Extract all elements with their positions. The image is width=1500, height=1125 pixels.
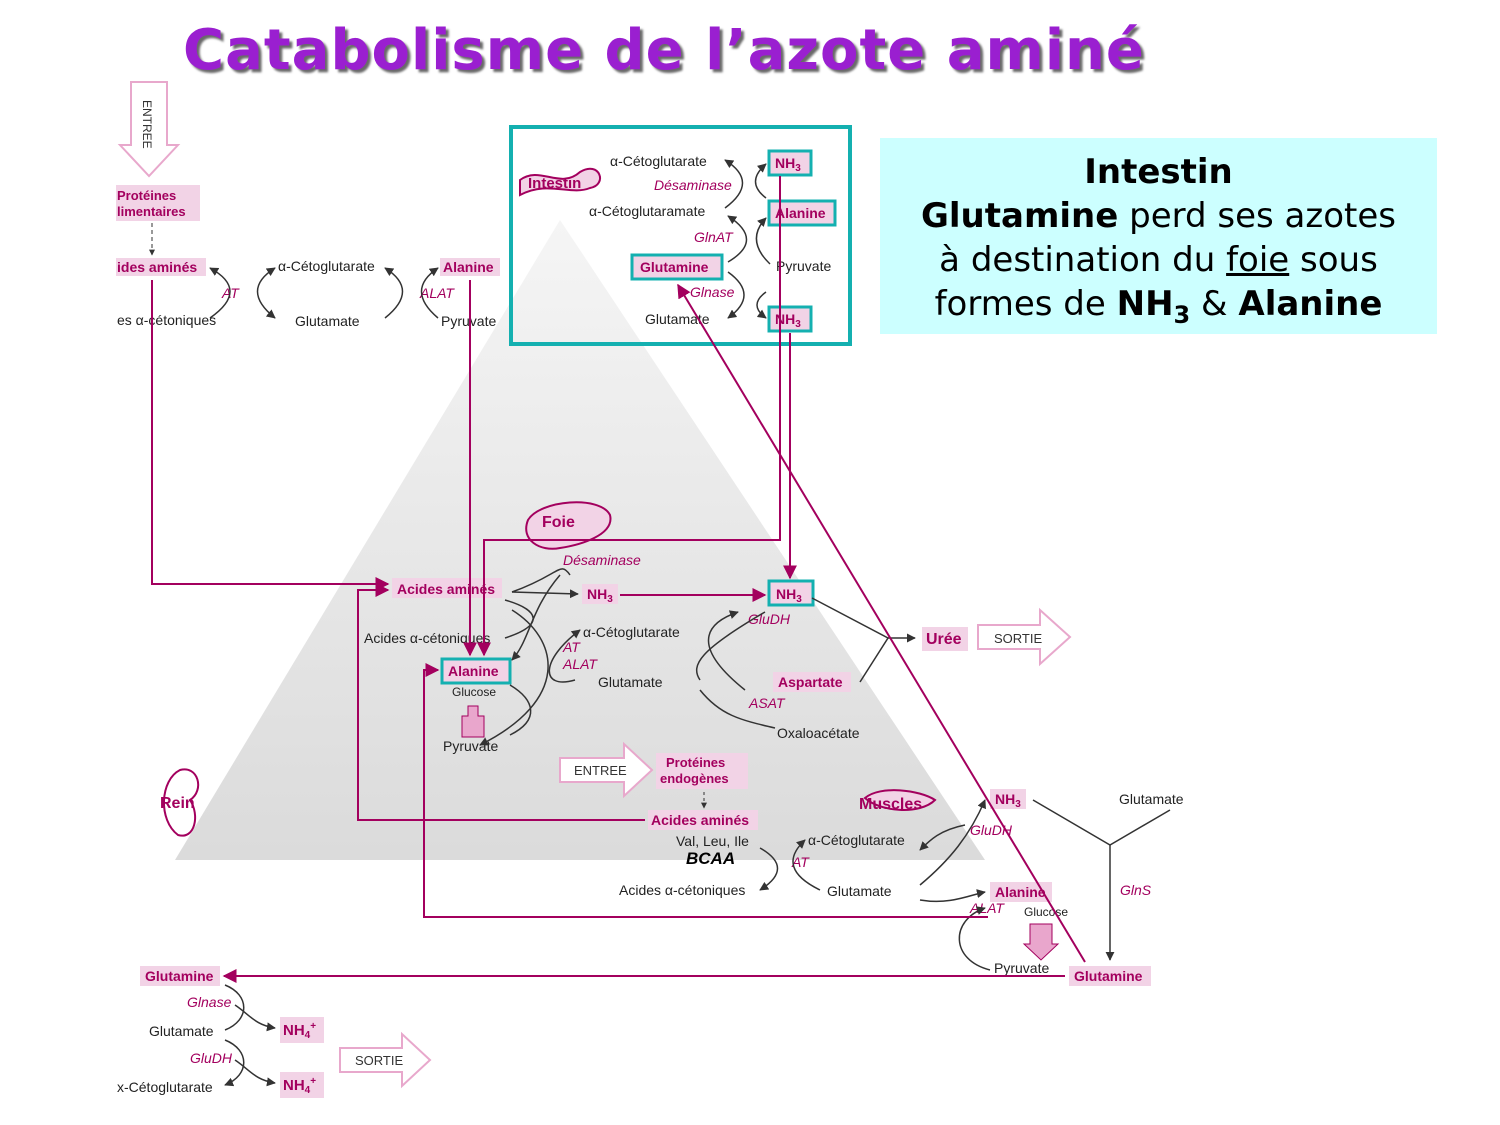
entree-label: ENTREE — [140, 100, 154, 149]
label-val-leu-ile: Val, Leu, Ile — [676, 833, 749, 849]
label-muscles-acetoniques: Acides α-cétoniques — [619, 882, 745, 898]
info-l3-end: sous — [1289, 240, 1378, 280]
label-intestin-pyruvate: Pyruvate — [776, 258, 831, 274]
label-rein-gludh: GluDH — [190, 1050, 233, 1066]
entree-label-2: ENTREE — [574, 763, 627, 778]
label-rein-glutamine: Glutamine — [145, 968, 214, 984]
label-foie-nh3-right: NH3 — [776, 586, 802, 605]
sortie-label-uree: SORTIE — [994, 631, 1042, 646]
label-foie-acides-amines: Acides aminés — [397, 581, 495, 597]
label-muscles-at: AT — [791, 854, 810, 870]
info-foie: foie — [1226, 240, 1290, 280]
label-muscles-alanine: Alanine — [995, 884, 1046, 900]
info-l4-text: formes de — [934, 284, 1117, 324]
label-foie-acetoniques: Acides α-cétoniques — [364, 630, 490, 646]
label-bcaa: BCAA — [686, 849, 735, 868]
label-acides-amines-left: ides aminés — [117, 259, 197, 275]
label-muscles-pyruvate: Pyruvate — [994, 960, 1049, 976]
intestin-info-box: Intestin Glutamine perd ses azotes à des… — [880, 138, 1437, 334]
organ-intestin: Intestin — [528, 175, 581, 192]
info-nh: NH — [1116, 284, 1174, 324]
info-heading: Intestin — [1084, 152, 1233, 192]
label-muscles-nh3: NH3 — [995, 791, 1021, 810]
entree-arrow-proteines: ENTREE — [559, 741, 654, 799]
label-foie-glucose: Glucose — [452, 685, 496, 699]
label-intestin-desaminase: Désaminase — [654, 177, 732, 193]
label-foie-akg: α-Cétoglutarate — [583, 624, 680, 640]
label-foie-glutamate: Glutamate — [598, 674, 663, 690]
info-amp: & — [1190, 284, 1239, 324]
info-alanine: Alanine — [1238, 284, 1383, 324]
label-rein-glutamate: Glutamate — [149, 1023, 214, 1039]
label-foie-alanine: Alanine — [448, 663, 499, 679]
entree-arrow-top: ENTREE — [117, 81, 181, 178]
label-intestin-glutamine: Glutamine — [640, 259, 709, 275]
label-foie-desaminase: Désaminase — [563, 552, 641, 568]
label-alanine-left: Alanine — [443, 259, 494, 275]
info-glutamine: Glutamine — [921, 196, 1119, 236]
label-foie-asat: ASAT — [748, 695, 786, 711]
info-sub3: 3 — [1173, 300, 1191, 329]
label-muscles-acides-amines: Acides aminés — [651, 812, 749, 828]
info-line-4: formes de NH3 & Alanine — [880, 282, 1437, 329]
info-l3-text: à destination du — [939, 240, 1227, 280]
label-muscles-glucose: Glucose — [1024, 905, 1068, 919]
label-muscles-glutamate2: Glutamate — [1119, 791, 1184, 807]
intestin-highlight-box — [509, 125, 852, 346]
label-intestin-glutamate: Glutamate — [645, 311, 710, 327]
label-rein-nh4-b: NH4+ — [283, 1076, 316, 1096]
label-foie-aspartate: Aspartate — [778, 674, 843, 690]
label-intestin-nh3-top: NH3 — [775, 155, 801, 174]
label-muscles-glutamine: Glutamine — [1074, 968, 1143, 984]
info-line-3: à destination du foie sous — [880, 238, 1437, 282]
label-rein-nh4-a: NH4+ — [283, 1021, 316, 1041]
label-foie-alat: ALAT — [562, 656, 598, 672]
info-l2-text: perd ses azotes — [1118, 196, 1396, 236]
label-pyruvate-left: Pyruvate — [441, 313, 496, 329]
label-intestin-akg: α-Cétoglutarate — [610, 153, 707, 169]
sortie-arrow-uree: SORTIE — [977, 607, 1072, 667]
label-rein-akg: x-Cétoglutarate — [117, 1079, 213, 1095]
label-uree: Urée — [926, 631, 962, 648]
label-glutamate-left: Glutamate — [295, 313, 360, 329]
label-muscles-akg: α-Cétoglutarate — [808, 832, 905, 848]
label-glns: GlnS — [1120, 882, 1152, 898]
page-title: Catabolisme de l’azote aminé — [183, 18, 1145, 83]
sortie-label-rein: SORTIE — [355, 1053, 403, 1068]
label-akg-left: α-Cétoglutarate — [278, 258, 375, 274]
label-intestin-glnase: Glnase — [690, 284, 735, 300]
label-intestin-glnat: GlnAT — [694, 229, 734, 245]
info-line-2: Glutamine perd ses azotes — [880, 194, 1437, 238]
organ-rein: Rein — [160, 795, 195, 812]
organ-muscles: Muscles — [859, 796, 922, 813]
label-muscles-glutamate: Glutamate — [827, 883, 892, 899]
organ-foie: Foie — [542, 514, 575, 531]
label-intestin-alanine: Alanine — [775, 205, 826, 221]
label-intestin-akgamate: α-Cétoglutaramate — [589, 203, 705, 219]
label-foie-oxaloacetate: Oxaloacétate — [777, 725, 860, 741]
label-acetoniques-left: es α-cétoniques — [117, 312, 216, 328]
label-foie-at: AT — [562, 639, 581, 655]
sortie-arrow-rein: SORTIE — [339, 1031, 432, 1089]
label-rein-glnase: Glnase — [187, 994, 232, 1010]
label-foie-nh3-left: NH3 — [587, 586, 613, 605]
label-alat-left: ALAT — [419, 285, 455, 301]
